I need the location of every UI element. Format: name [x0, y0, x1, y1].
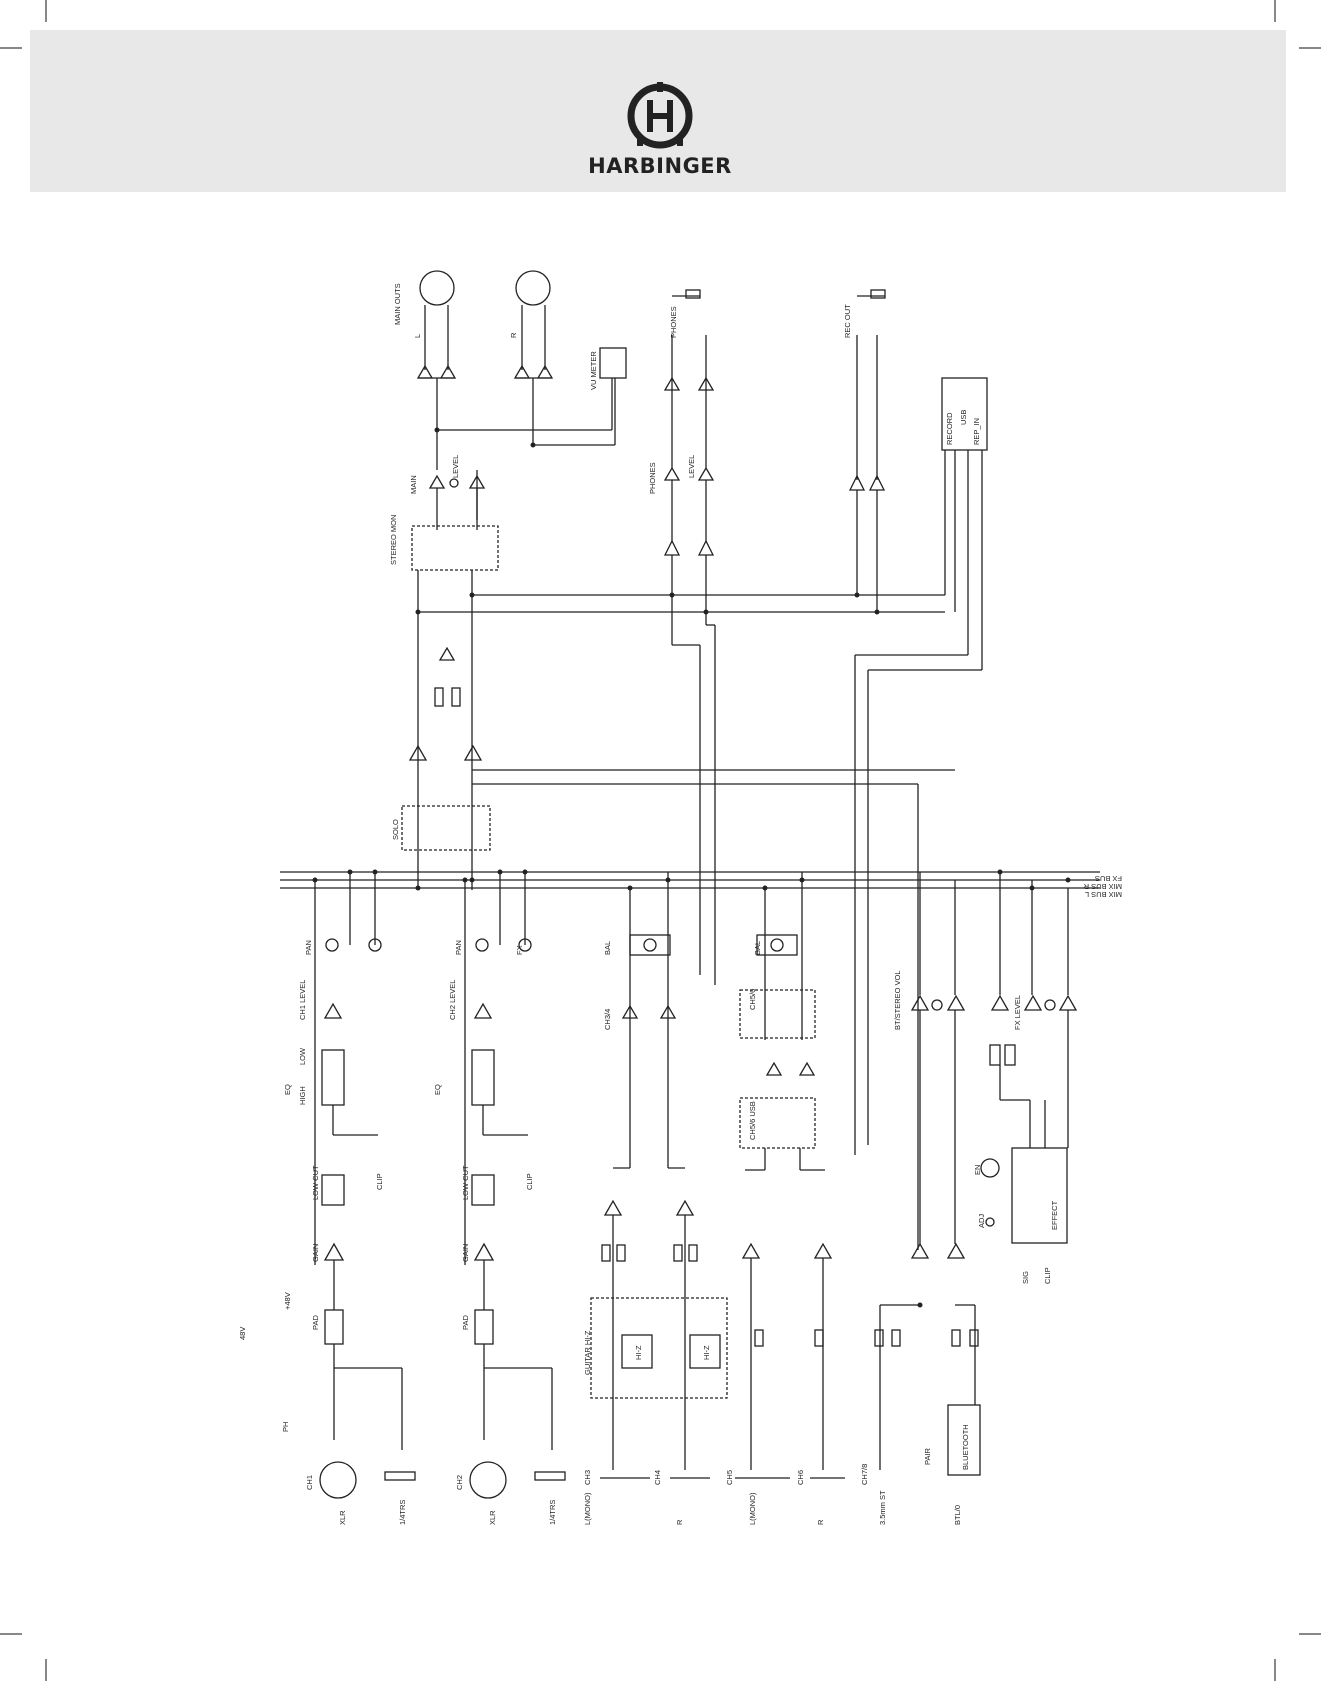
diagram-labels: MAIN OUTS L R VU METER PHONES REC OUT MA… — [238, 283, 1122, 1525]
main-level-label: LEVEL — [451, 455, 460, 478]
ch6-label: CH6 — [796, 1470, 805, 1485]
ch4-label: CH4 — [653, 1470, 662, 1485]
ch2-pan-label: PAN — [454, 940, 463, 955]
ch56-usb-label: CH5/6 USB — [748, 1101, 757, 1140]
ch1-ph-label: PH — [281, 1422, 290, 1432]
bt-stereo-vol-label: BT/STEREO VOL — [893, 970, 902, 1030]
ch5-l-mono-label: L(MONO) — [748, 1492, 757, 1525]
rep-in-label: REP_IN — [972, 418, 981, 445]
ch2-trs-label: 1/4TRS — [548, 1500, 557, 1525]
stereo-mon-label: STEREO MON — [389, 515, 398, 565]
brand-name: HARBINGER — [588, 154, 732, 178]
header-band — [30, 30, 1286, 192]
ch6-r-label: R — [816, 1519, 825, 1525]
record-label: RECORD — [945, 412, 954, 445]
logo-icon — [627, 82, 693, 149]
ch2-pad-label: PAD — [461, 1315, 470, 1330]
pair-label: PAIR — [923, 1447, 932, 1465]
junction-dots — [312, 427, 1071, 1308]
ch2-eq-label: EQ — [433, 1084, 442, 1095]
mix-bus-r-label: MIX BUS R — [1083, 882, 1122, 891]
ch1-high-label: HIGH — [298, 1086, 307, 1105]
ch34-label: CH3/4 — [603, 1009, 612, 1030]
plus48-label: +48V — [283, 1292, 292, 1310]
ch1-gain-label: GAIN — [311, 1244, 320, 1262]
phantom-label: 48V — [238, 1327, 247, 1340]
rec-out-label: REC OUT — [843, 304, 852, 338]
vu-meter-label: VU METER — [589, 351, 598, 390]
ch2-level-label: CH2 LEVEL — [448, 980, 457, 1020]
st35-label: 3.5mm ST — [878, 1490, 887, 1525]
effect-en-label: EN — [973, 1165, 982, 1175]
fx-bus-label: FX BUS — [1095, 874, 1122, 883]
ch1-clip-label: CLIP — [375, 1173, 384, 1190]
usb-label: USB — [959, 410, 968, 425]
bal-label-2: BAL — [753, 941, 762, 955]
ch1-level-label: CH1 LEVEL — [298, 980, 307, 1020]
ch5-label: CH5 — [725, 1470, 734, 1485]
main-label: MAIN — [409, 475, 418, 494]
mix-bus-l-label: MIX BUS L — [1085, 890, 1122, 899]
phones-level-label: LEVEL — [687, 455, 696, 478]
hiz-label-2: HI-Z — [702, 1345, 711, 1360]
ch2-gain-label: GAIN — [461, 1244, 470, 1262]
main-outs-label: MAIN OUTS — [393, 283, 402, 325]
harbinger-logo: HARBINGER — [585, 80, 735, 180]
ch1-pan-label: PAN — [304, 940, 313, 955]
bluetooth-label: BLUETOOTH — [961, 1424, 970, 1470]
ch2-clip-label: CLIP — [525, 1173, 534, 1190]
effect-sig-label: SIG — [1021, 1271, 1030, 1284]
ch1-trs-label: 1/4TRS — [398, 1500, 407, 1525]
main-r-label: R — [509, 332, 518, 338]
solo-label: SOLO — [391, 819, 400, 840]
hiz-label-1: HI-Z — [634, 1345, 643, 1360]
ch2-low-cut-label: LOW CUT — [461, 1165, 470, 1200]
btl-label: BTL/0 — [953, 1505, 962, 1525]
ch78-label: CH7/8 — [860, 1464, 869, 1485]
ch1-xlr-label: XLR — [338, 1510, 347, 1525]
effect-clip-label: CLIP — [1043, 1267, 1052, 1284]
phones-out-label: PHONES — [669, 306, 678, 338]
ch1-eq-label: EQ — [283, 1084, 292, 1095]
effect-label: EFFECT — [1050, 1200, 1059, 1230]
effect-adj-label: ADJ — [977, 1214, 986, 1228]
ch1-fx-label: FX — [515, 945, 524, 955]
ch4-r-label: R — [675, 1519, 684, 1525]
ch1-label: CH1 — [305, 1475, 314, 1490]
ch56-label: CH5/6 — [748, 989, 757, 1010]
bal-label: BAL — [603, 941, 612, 955]
guitar-hiz-label: GUITAR HI-Z — [583, 1330, 592, 1375]
ch1-pad-label: PAD — [311, 1315, 320, 1330]
ch1-low-label: LOW — [298, 1047, 307, 1065]
wiring — [280, 270, 1100, 1499]
ch3-l-mono-label: L(MONO) — [583, 1492, 592, 1525]
main-l-label: L — [413, 334, 422, 338]
phones-label: PHONES — [648, 462, 657, 494]
ch2-xlr-label: XLR — [488, 1510, 497, 1525]
ch1-low-cut-label: LOW CUT — [311, 1165, 320, 1200]
ch3-label: CH3 — [583, 1470, 592, 1485]
ch2-label: CH2 — [455, 1475, 464, 1490]
fx-level-label: FX LEVEL — [1013, 995, 1022, 1030]
